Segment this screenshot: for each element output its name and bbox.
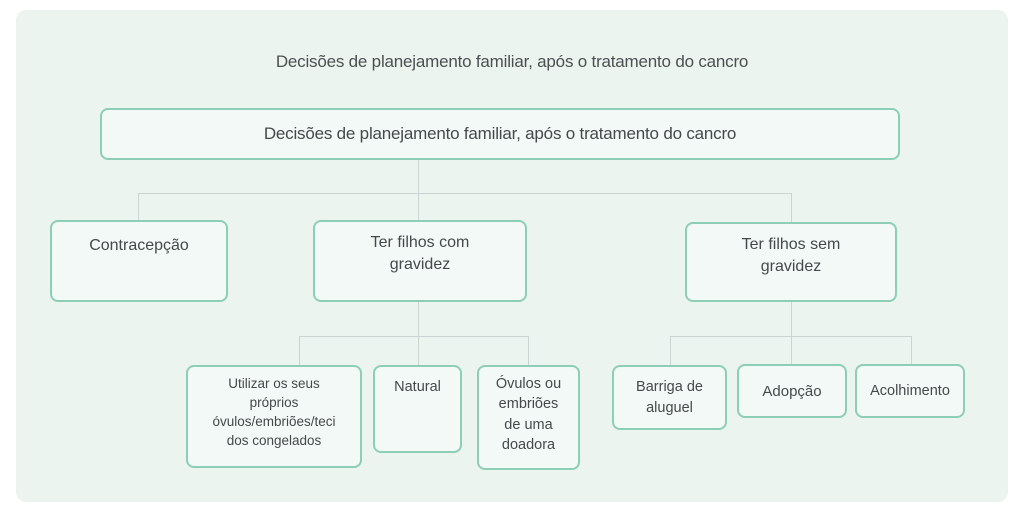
connector-drop-ovulos (528, 336, 529, 365)
connector-level2-bar (138, 193, 791, 194)
node-acolhimento: Acolhimento (855, 364, 965, 418)
connector-drop-utilizar (299, 336, 300, 365)
node-ter-filhos-sem-gravidez: Ter filhos sem gravidez (685, 222, 897, 302)
node-utilizar-ovulos-congelados: Utilizar os seus próprios óvulos/embriõe… (186, 365, 362, 468)
connector-drop-natural (418, 336, 419, 365)
connector-com-stem (418, 302, 419, 336)
connector-sem-stem (791, 302, 792, 336)
connector-drop-acolhimento (911, 336, 912, 364)
connector-drop-barriga (670, 336, 671, 365)
node-contracepcao: Contracepção (50, 220, 228, 302)
node-natural: Natural (373, 365, 462, 453)
connector-com-bar (299, 336, 528, 337)
connector-root-stem (418, 160, 419, 193)
connector-drop-ter-filhos-com (418, 193, 419, 220)
node-ovulos-doadora: Óvulos ou embriões de uma doadora (477, 365, 580, 470)
node-ter-filhos-com-gravidez: Ter filhos com gravidez (313, 220, 527, 302)
connector-drop-adopcao (791, 336, 792, 364)
node-root: Decisões de planejamento familiar, após … (100, 108, 900, 160)
diagram-title: Decisões de planejamento familiar, após … (275, 52, 749, 71)
connector-sem-bar (670, 336, 911, 337)
node-barriga-de-aluguel: Barriga de aluguel (612, 365, 727, 430)
node-adopcao: Adopção (737, 364, 847, 418)
connector-drop-contracepcao (138, 193, 139, 220)
connector-drop-ter-filhos-sem (791, 193, 792, 222)
